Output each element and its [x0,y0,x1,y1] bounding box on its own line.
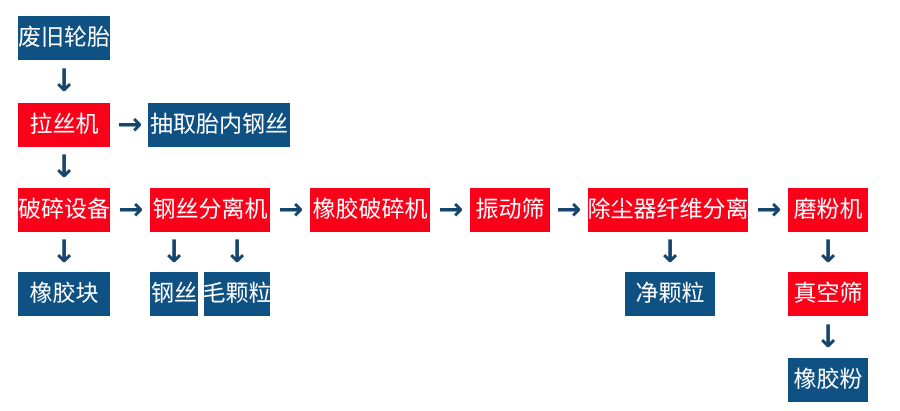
flow-node-n5[interactable]: 橡胶破碎机 [310,188,430,232]
flow-node-n3[interactable]: 破碎设备 [18,188,110,232]
flow-node-n14[interactable]: 橡胶粉 [788,358,868,402]
arrow-right-icon: → [438,192,464,227]
arrow-down-icon: ↓ [51,148,77,185]
arrow-right-icon: → [556,192,582,227]
arrow-down-icon: ↓ [161,233,187,270]
arrow-down-icon: ↓ [51,62,77,99]
flow-node-n6[interactable]: 振动筛 [470,188,550,232]
flow-node-n1[interactable]: 拉丝机 [18,103,110,147]
arrow-right-icon: → [278,192,304,227]
arrow-right-icon: → [756,192,782,227]
flow-node-n9[interactable]: 橡胶块 [18,272,110,316]
flow-node-n11[interactable]: 毛颗粒 [203,272,272,316]
flow-node-n8[interactable]: 磨粉机 [788,188,868,232]
flow-node-n7[interactable]: 除尘器纤维分离 [588,188,749,232]
arrow-down-icon: ↓ [815,233,841,270]
arrow-right-icon: → [117,107,143,142]
flow-node-n13[interactable]: 真空筛 [788,272,868,316]
flow-node-n10[interactable]: 钢丝 [150,272,198,316]
arrow-right-icon: → [118,192,144,227]
flow-node-n2[interactable]: 抽取胎内钢丝 [148,103,290,147]
arrow-down-icon: ↓ [224,233,250,270]
arrow-down-icon: ↓ [657,233,683,270]
arrow-down-icon: ↓ [815,318,841,355]
flow-node-n4[interactable]: 钢丝分离机 [150,188,270,232]
arrow-down-icon: ↓ [51,233,77,270]
flow-node-n0[interactable]: 废旧轮胎 [18,16,110,60]
flow-node-n12[interactable]: 净颗粒 [625,272,715,316]
